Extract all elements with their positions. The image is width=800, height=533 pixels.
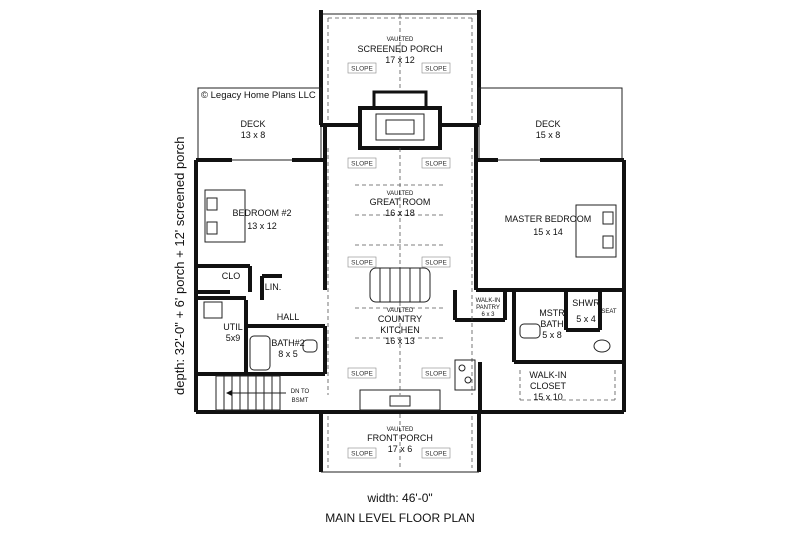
svg-text:SLOPE: SLOPE	[351, 161, 373, 168]
svg-text:SLOPE: SLOPE	[351, 371, 373, 378]
deck-left-size: 13 x 8	[241, 130, 266, 140]
interior-walls	[196, 123, 624, 412]
slope-tag: SLOPE	[421, 447, 451, 459]
front-porch-name: FRONT PORCH	[367, 433, 433, 443]
screened-porch-size: 17 x 12	[385, 55, 415, 65]
front-porch-tag: VAULTED	[387, 427, 414, 433]
great-room-tag: VAULTED	[387, 191, 414, 197]
fireplace	[358, 90, 442, 150]
shwr-name: SHWR	[572, 298, 600, 308]
width-label: width: 46'-0"	[366, 491, 432, 505]
bath-fixtures	[203, 301, 611, 371]
deck-left-name: DECK	[240, 119, 265, 129]
svg-text:SLOPE: SLOPE	[425, 66, 447, 73]
front-porch-size: 17 x 6	[388, 444, 413, 454]
svg-text:SLOPE: SLOPE	[425, 161, 447, 168]
util-size: 5x9	[226, 333, 241, 343]
dining-table	[369, 267, 431, 303]
shwr-size: 5 x 4	[576, 314, 596, 324]
closet-shelves	[519, 370, 616, 401]
mstr-bath-name: MSTR	[539, 308, 565, 318]
clo-label: CLO	[222, 271, 241, 281]
slope-tag: SLOPE	[421, 256, 451, 268]
dn-to-bsmt: DN TO	[291, 389, 310, 395]
stairs-down	[215, 375, 286, 411]
plan-title: MAIN LEVEL FLOOR PLAN	[325, 511, 475, 525]
bed-left	[204, 189, 246, 243]
country-kitchen-tag: VAULTED	[387, 308, 414, 314]
bed-right	[575, 204, 617, 258]
lin-label: LIN.	[265, 282, 282, 292]
bath2-size: 8 x 5	[278, 349, 298, 359]
depth-label: depth: 32'-0" + 6' porch + 12' screened …	[172, 136, 187, 395]
svg-text:SLOPE: SLOPE	[351, 260, 373, 267]
deck-right-name: DECK	[535, 119, 560, 129]
slope-tag: SLOPE	[421, 157, 451, 169]
walkin-closet-name2: CLOSET	[530, 381, 567, 391]
svg-text:SLOPE: SLOPE	[351, 66, 373, 73]
svg-text:SLOPE: SLOPE	[425, 451, 447, 458]
bedroom2-size: 13 x 12	[247, 221, 277, 231]
slope-tag: SLOPE	[347, 447, 377, 459]
bath2-name: BATH#2	[271, 338, 304, 348]
svg-text:SLOPE: SLOPE	[425, 260, 447, 267]
slope-tag: SLOPE	[347, 62, 377, 74]
mstr-bath-size: 5 x 8	[542, 330, 562, 340]
exterior-walls	[194, 158, 626, 414]
walkin-closet-size: 15 x 10	[533, 392, 563, 402]
front-porch-outline	[319, 412, 481, 473]
pantry-name: WALK-IN	[476, 298, 501, 304]
svg-text:SLOPE: SLOPE	[425, 371, 447, 378]
screened-porch-tag: VAULTED	[387, 37, 414, 43]
slope-tag: SLOPE	[347, 157, 377, 169]
master-bedroom-size: 15 x 14	[533, 227, 563, 237]
util-name: UTIL	[223, 322, 243, 332]
slope-tag: SLOPE	[421, 62, 451, 74]
mstr-bath-name2: BATH	[540, 319, 563, 329]
seat-label: SEAT	[601, 309, 617, 315]
copyright-notice: © Legacy Home Plans LLC	[201, 90, 316, 101]
ceiling-beams	[327, 148, 473, 395]
deck-right-size: 15 x 8	[536, 130, 561, 140]
slope-tag: SLOPE	[347, 367, 377, 379]
kitchen-counter	[359, 359, 476, 411]
bedroom2-name: BEDROOM #2	[232, 208, 291, 218]
screened-porch-name: SCREENED PORCH	[357, 44, 442, 54]
walkin-closet-name: WALK-IN	[529, 370, 566, 380]
country-kitchen-name: COUNTRY	[378, 314, 422, 324]
great-room-size: 16 x 18	[385, 208, 415, 218]
country-kitchen-name2: KITCHEN	[380, 325, 420, 335]
svg-text:SLOPE: SLOPE	[351, 451, 373, 458]
pantry-size: 6 x 3	[481, 312, 495, 318]
hall-label: HALL	[277, 312, 300, 322]
slope-tags: SLOPE SLOPE SLOPE SLOPE SLOPE SLOPE SLOP…	[347, 62, 451, 459]
pantry-name2: PANTRY	[476, 305, 500, 311]
slope-tag: SLOPE	[347, 256, 377, 268]
slope-tag: SLOPE	[421, 367, 451, 379]
country-kitchen-size: 16 x 13	[385, 336, 415, 346]
master-bedroom-name: MASTER BEDROOM	[505, 214, 592, 224]
great-room-name: GREAT ROOM	[370, 197, 431, 207]
dn-to-bsmt-2: BSMT	[292, 398, 309, 404]
